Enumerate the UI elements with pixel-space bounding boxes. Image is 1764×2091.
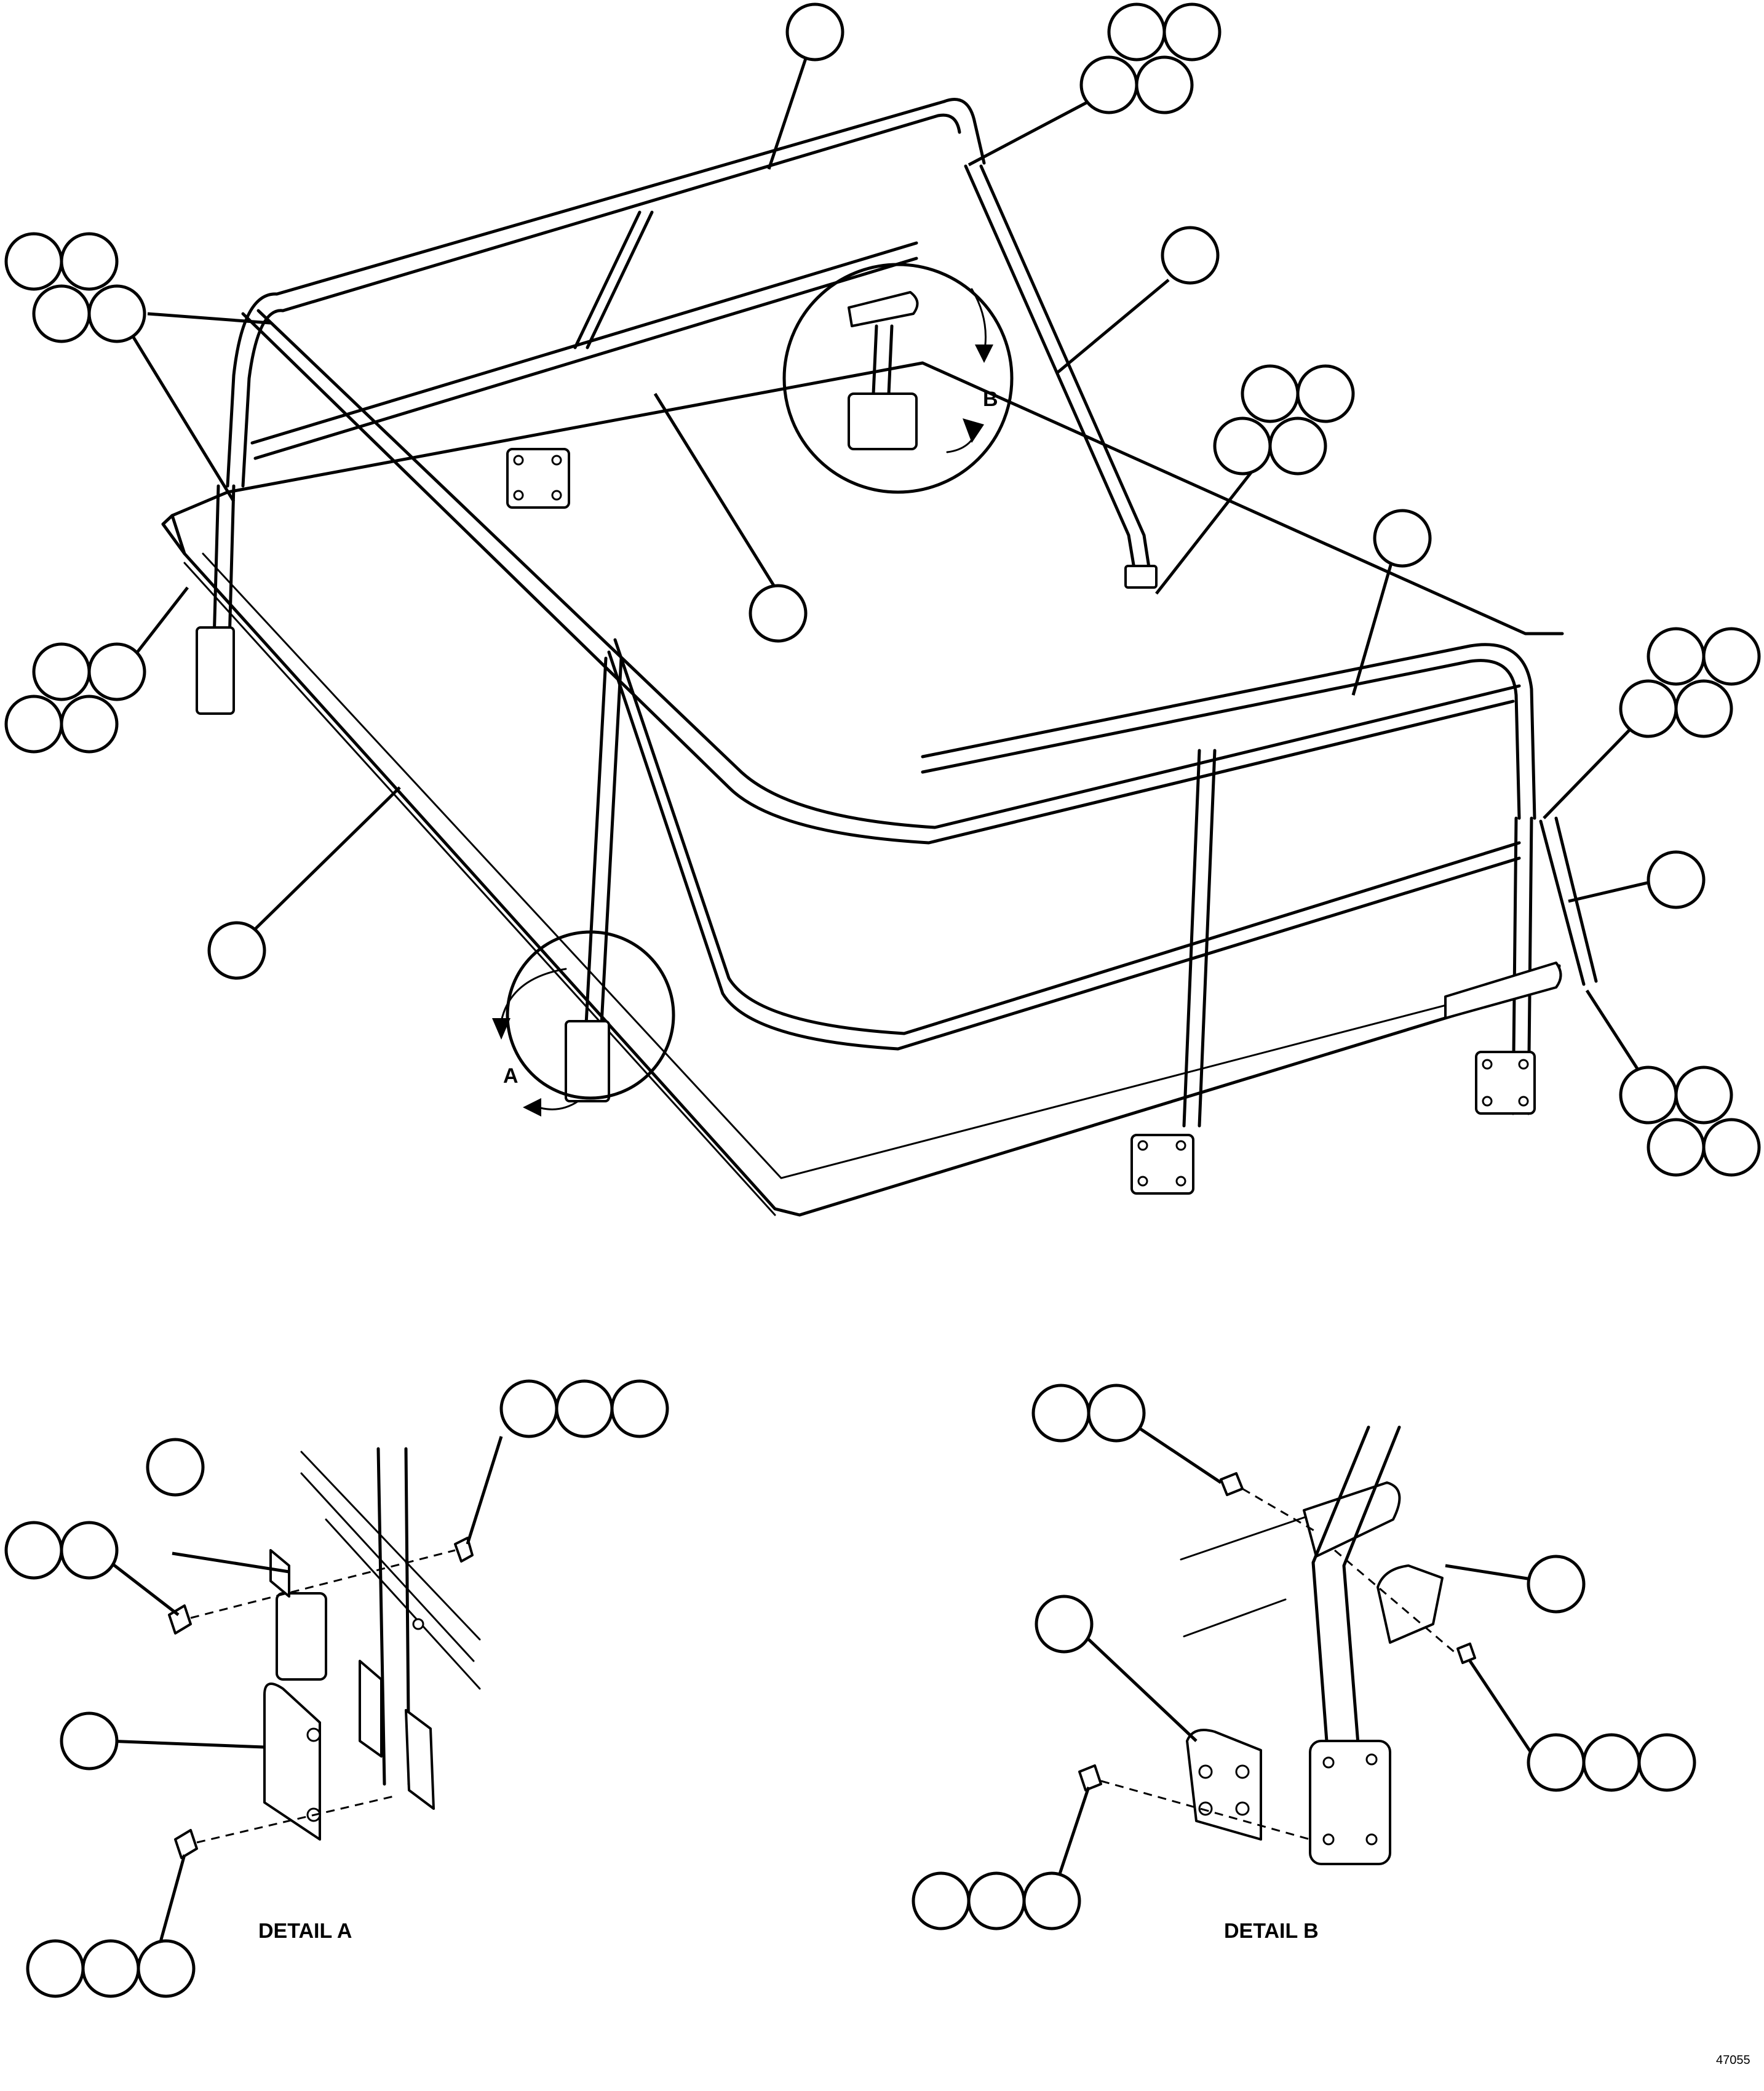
- detail-a-view: DETAIL A: [4, 1379, 669, 1998]
- rear-guardrail: [226, 98, 1158, 589]
- side-guardrail: [241, 309, 1521, 1051]
- mounting-plates: [196, 448, 1536, 1195]
- item-balloons-main: [4, 2, 1761, 1177]
- detail-a-callout: A: [492, 930, 675, 1117]
- detail-b-caption: DETAIL B: [1224, 1919, 1319, 1943]
- detail-a-caption: DETAIL A: [258, 1919, 352, 1943]
- detail-b-callout-label: B: [983, 388, 998, 411]
- detail-b-view: DETAIL B: [912, 1384, 1696, 1943]
- drawing-number: 47055: [1716, 2053, 1750, 2067]
- detail-a-callout-label: A: [503, 1064, 518, 1088]
- leader-lines: [122, 58, 1661, 1087]
- detail-b-callout: B: [782, 263, 1014, 494]
- platform-deck: [161, 361, 1564, 1217]
- main-assembly-view: B A: [4, 2, 1761, 1217]
- front-guardrail: [921, 643, 1598, 1128]
